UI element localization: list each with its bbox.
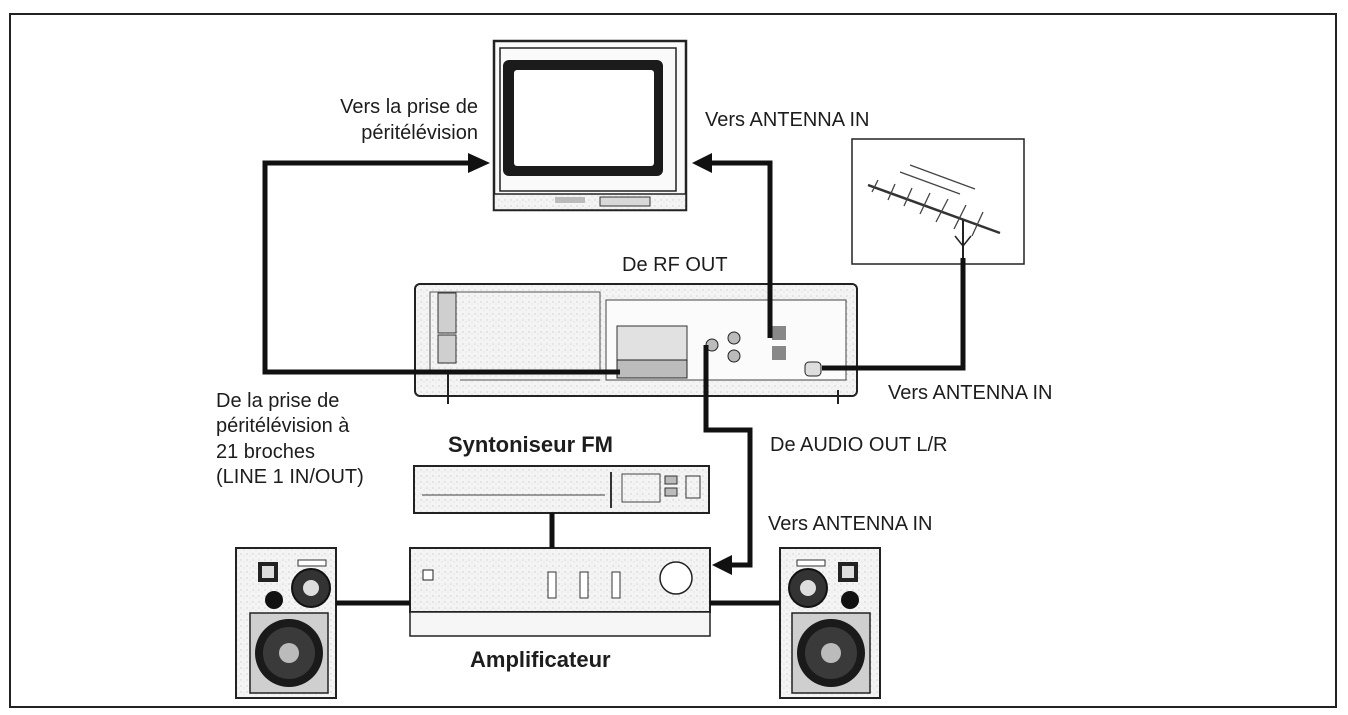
- vcr: [414, 283, 858, 404]
- label-amplifier: Amplificateur: [470, 647, 611, 672]
- label-to-antenna-amp: Vers ANTENNA IN: [768, 513, 933, 535]
- label-to-antenna-tv: Vers ANTENNA IN: [705, 109, 870, 131]
- label-tv-scart-2: péritélévision: [361, 122, 478, 144]
- arrow-to-tv-antenna: [692, 153, 712, 173]
- label-fm-tuner: Syntoniseur FM: [448, 432, 614, 457]
- television: [492, 39, 688, 212]
- cables: [262, 160, 966, 606]
- scart-cable: [262, 160, 620, 375]
- label-from-audio-out: De AUDIO OUT L/R: [770, 434, 948, 456]
- left-speaker: [235, 547, 337, 699]
- fm-tuner: [413, 465, 710, 514]
- arrow-to-amplifier: [712, 555, 732, 575]
- label-tv-scart-1: Vers la prise de: [340, 96, 478, 118]
- label-from-scart-3: 21 broches: [216, 441, 315, 463]
- rf-cable: [712, 160, 773, 338]
- right-speaker: [779, 547, 881, 699]
- label-to-antenna-vcr: Vers ANTENNA IN: [888, 382, 1053, 404]
- label-from-scart-4: (LINE 1 IN/OUT): [216, 466, 364, 488]
- audio-cable: [703, 345, 753, 568]
- label-from-rf-out: De RF OUT: [622, 254, 728, 276]
- arrow-to-tv-scart: [468, 153, 490, 173]
- amplifier: [409, 547, 711, 637]
- label-from-scart-2: péritélévision à: [216, 415, 350, 437]
- antenna: [851, 138, 1025, 265]
- label-from-scart-1: De la prise de: [216, 390, 340, 412]
- antenna-cable: [822, 258, 966, 371]
- frame-border: [9, 13, 1337, 708]
